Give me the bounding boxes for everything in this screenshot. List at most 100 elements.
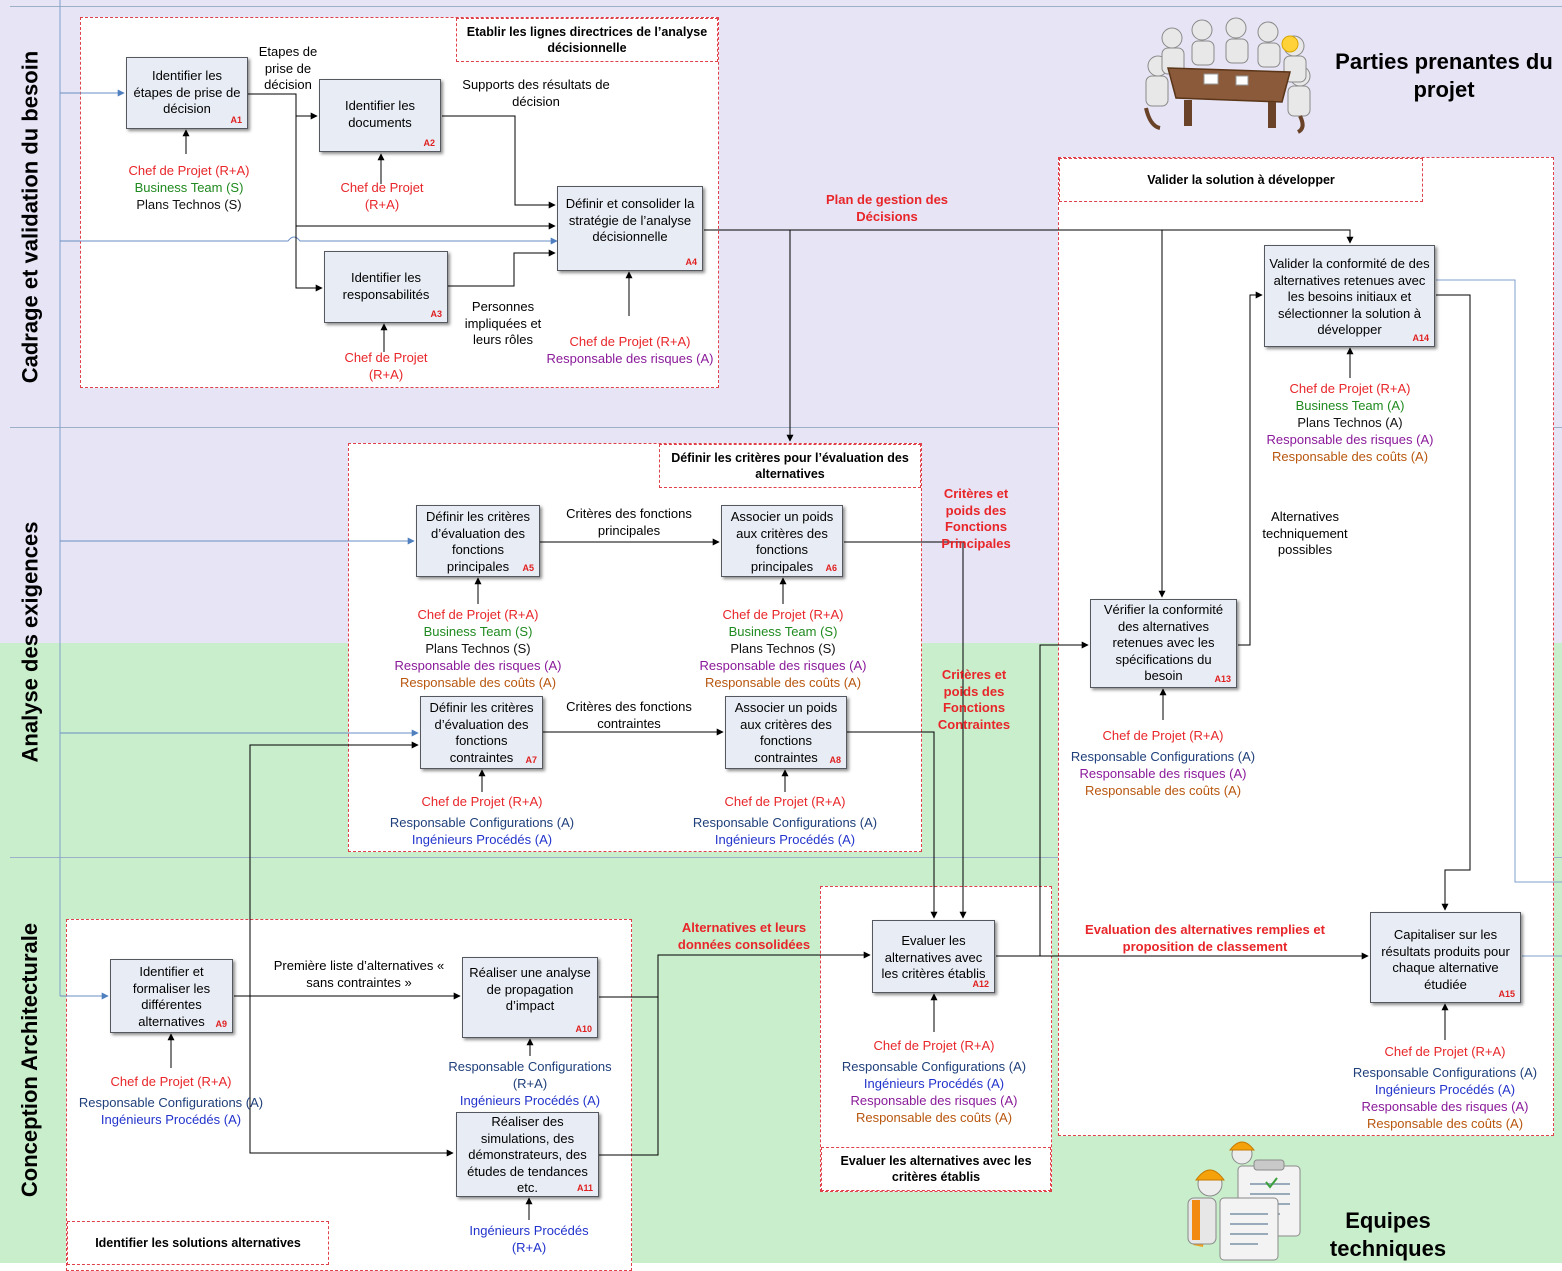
group-title-criteres: Définir les critères pour l’évaluation d… [659, 444, 921, 488]
mechanism-line: Responsable des risques (A) [1079, 766, 1247, 781]
mechanism-line: Plans Technos (A) [1297, 415, 1403, 430]
mechanism-line: Chef de Projet (R+A) [1102, 728, 1224, 743]
activity-code: A11 [576, 1183, 593, 1193]
activity-text: Identifier et formaliser les différentes… [132, 964, 211, 1029]
mechanism-line: Responsable des coûts (A) [1366, 1116, 1524, 1131]
activity-box-a12[interactable]: Evaluer les alternatives avec les critèr… [872, 920, 995, 993]
mechanism-line: Plans Technos (S) [136, 197, 242, 212]
mechanism-line: Chef de Projet (R+A) [421, 794, 543, 809]
group-title-solutions: Identifier les solutions alternatives [67, 1221, 329, 1265]
mechanism-line: Chef de Projet (R+A) [1289, 381, 1411, 396]
mechanism-line: Responsable des risques (A) [1361, 1099, 1529, 1114]
activity-text: Réaliser une analyse de propagation d’im… [469, 965, 591, 1013]
meeting-table-icon [1144, 17, 1311, 134]
mechanism-line: Chef de Projet (R+A) [722, 607, 844, 622]
mechanism-a10: Responsable Configurations (R+A) Ingénie… [430, 1058, 630, 1109]
activity-text: Identifier les étapes de prise de décisi… [133, 68, 241, 116]
mechanism-a12: Chef de Projet (R+A) Responsable Configu… [824, 1037, 1044, 1126]
activity-code: A8 [829, 755, 841, 765]
activity-box-a8[interactable]: Associer un poids aux critères des fonct… [725, 696, 847, 769]
mechanism-line: Ingénieurs Procédés [469, 1223, 589, 1238]
activity-text: Identifier les documents [344, 98, 416, 130]
mechanism-a2: Chef de Projet (R+A) [322, 179, 442, 213]
mechanism-line: Responsable des risques (A) [1266, 432, 1434, 447]
group-title-valider: Valider la solution à développer [1059, 158, 1423, 202]
mechanism-line: Responsable des risques (A) [546, 351, 714, 366]
activity-code: A6 [825, 563, 837, 573]
flow-label-etapes: Etapes de prise de décision [258, 44, 318, 92]
mechanism-line: Responsable Configurations (A) [1070, 749, 1256, 764]
activity-text: Définir et consolider la stratégie de l’… [565, 196, 695, 244]
mechanism-a6: Chef de Projet (R+A) Business Team (S) P… [683, 606, 883, 691]
mechanism-a4: Chef de Projet (R+A) Responsable des ris… [530, 333, 730, 367]
mechanism-line: Responsable Configurations (A) [78, 1095, 264, 1110]
mechanism-line: (R+A) [511, 1240, 547, 1255]
mechanism-line: Chef de Projet (R+A) [873, 1038, 995, 1053]
mechanism-line: Plans Technos (S) [730, 641, 836, 656]
activity-code: A4 [685, 257, 697, 267]
actor-label-teams: Equipes techniques [1329, 1208, 1447, 1261]
activity-box-a6[interactable]: Associer un poids aux critères des fonct… [721, 505, 843, 577]
activity-box-a15[interactable]: Capitaliser sur les résultats produits p… [1370, 912, 1521, 1003]
mechanism-line: Ingénieurs Procédés (A) [100, 1112, 242, 1127]
activity-box-a2[interactable]: Identifier les documents A2 [319, 79, 441, 152]
mechanism-line: Responsable des coûts (A) [1084, 783, 1242, 798]
activity-text: Valider la conformité de des alternative… [1269, 256, 1430, 337]
activity-text: Définir les critères d’évaluation des fo… [429, 700, 534, 765]
activity-code: A13 [1214, 674, 1231, 684]
mechanism-line: (R+A) [364, 197, 400, 212]
mechanism-line: Responsable Configurations (A) [389, 815, 575, 830]
mechanism-line: Chef de Projet (R+A) [569, 334, 691, 349]
activity-code: A15 [1498, 989, 1515, 999]
activity-text: Capitaliser sur les résultats produits p… [1381, 927, 1510, 992]
mechanism-line: Responsable des risques (A) [394, 658, 562, 673]
flow-label-evaluation: Evaluation des alternatives remplies et … [1085, 922, 1325, 954]
activity-code: A12 [972, 979, 989, 989]
flow-label-personnes: Personnes impliquées et leurs rôles [464, 299, 542, 347]
mechanism-line: Responsable des coûts (A) [855, 1110, 1013, 1125]
mechanism-line: Responsable Configurations (A) [841, 1059, 1027, 1074]
mechanism-line: Ingénieurs Procédés (A) [714, 832, 856, 847]
mechanism-a5: Chef de Projet (R+A) Business Team (S) P… [378, 606, 578, 691]
mechanism-a8: Chef de Projet (R+A) Responsable Configu… [675, 793, 895, 848]
mechanism-line: (R+A) [512, 1076, 548, 1091]
mechanism-line: Plans Technos (S) [425, 641, 531, 656]
mechanism-line: Business Team (S) [423, 624, 533, 639]
activity-code: A5 [522, 563, 534, 573]
activity-box-a13[interactable]: Vérifier la conformité des alternatives … [1090, 599, 1237, 688]
mechanism-line: Responsable Configurations (A) [692, 815, 878, 830]
activity-code: A9 [215, 1019, 227, 1029]
mechanism-line: Ingénieurs Procédés (A) [863, 1076, 1005, 1091]
activity-box-a5[interactable]: Définir les critères d’évaluation des fo… [416, 505, 540, 577]
flow-label-poids-fp: Critères et poids des Fonctions Principa… [941, 486, 1011, 551]
actor-label-stakeholders: Parties prenantes du projet [1335, 49, 1553, 102]
mechanism-line: Business Team (S) [728, 624, 838, 639]
mechanism-line: Responsable des coûts (A) [704, 675, 862, 690]
engineers-clipboard-icon [1187, 1141, 1301, 1261]
mechanism-line: Chef de Projet (R+A) [724, 794, 846, 809]
mechanism-a1: Chef de Projet (R+A) Business Team (S) P… [104, 162, 274, 213]
mechanism-a7: Chef de Projet (R+A) Responsable Configu… [372, 793, 592, 848]
mechanism-line: Chef de Projet (R+A) [417, 607, 539, 622]
mechanism-line: Responsable Configurations (A) [1352, 1065, 1538, 1080]
flow-label-consolidees: Alternatives et leurs données consolidée… [677, 920, 811, 952]
lane-divider [10, 857, 1562, 858]
activity-box-a11[interactable]: Réaliser des simulations, des démonstrat… [456, 1112, 599, 1197]
mechanism-line: Business Team (S) [134, 180, 244, 195]
activity-box-a14[interactable]: Valider la conformité de des alternative… [1264, 245, 1435, 347]
mechanism-line: Chef de Projet (R+A) [110, 1074, 232, 1089]
activity-text: Evaluer les alternatives avec les critèr… [881, 933, 986, 981]
activity-box-a9[interactable]: Identifier et formaliser les différentes… [110, 959, 233, 1033]
activity-box-a4[interactable]: Définir et consolider la stratégie de l’… [557, 186, 703, 271]
activity-box-a10[interactable]: Réaliser une analyse de propagation d’im… [462, 957, 598, 1038]
activity-text: Associer un poids aux critères des fonct… [734, 700, 838, 765]
mechanism-line: Ingénieurs Procédés (A) [459, 1093, 601, 1108]
flow-label-crit-fc: Critères des fonctions contraintes [566, 699, 692, 731]
mechanism-line: Ingénieurs Procédés (A) [1374, 1082, 1516, 1097]
mechanism-line: Business Team (A) [1295, 398, 1405, 413]
lane-divider [10, 6, 1562, 7]
activity-box-a1[interactable]: Identifier les étapes de prise de décisi… [126, 57, 248, 129]
activity-box-a3[interactable]: Identifier les responsabilités A3 [324, 251, 448, 323]
activity-box-a7[interactable]: Définir les critères d’évaluation des fo… [420, 696, 543, 769]
